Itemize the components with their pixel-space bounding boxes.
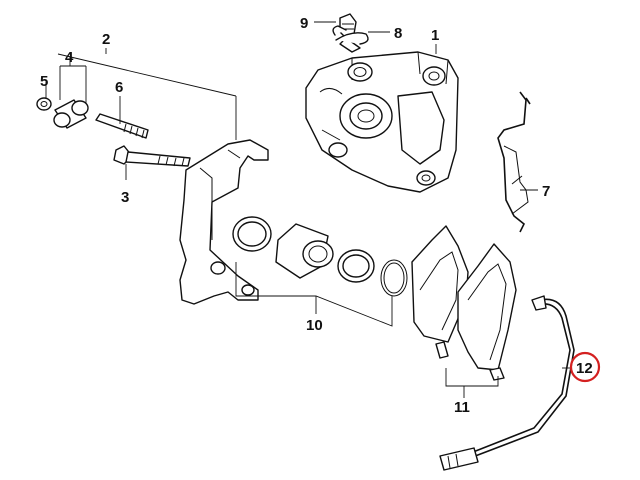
bleeder-valve-assembly: [332, 13, 369, 53]
label-2: 2: [102, 31, 110, 48]
guide-sleeve-and-cap: [36, 97, 89, 129]
bracket-4: [59, 56, 87, 104]
label-1: 1: [431, 27, 439, 44]
label-4: 4: [65, 49, 74, 66]
piston-seal-kit: [232, 216, 408, 297]
bracket-2: [57, 48, 237, 140]
label-6: 6: [115, 79, 123, 96]
part-labels: 2 4 5 6 3 9 8 1 7 10 11 12: [40, 15, 593, 416]
label-12: 12: [576, 360, 593, 377]
label-11: 11: [454, 399, 470, 416]
caliper-carrier-bracket: [179, 139, 269, 305]
caliper-housing: [305, 51, 459, 193]
anti-rattle-spring: [497, 91, 531, 233]
highlight-ring-12: [569, 351, 601, 383]
label-10: 10: [306, 317, 323, 334]
label-3: 3: [121, 189, 129, 206]
label-9: 9: [300, 15, 308, 32]
label-5: 5: [40, 73, 48, 90]
brake-pad-set: [411, 225, 517, 381]
leader-lines: [45, 21, 572, 398]
bracket-bolt: [113, 145, 191, 167]
pad-wear-sensor: [439, 295, 575, 471]
guide-pin: [95, 113, 149, 139]
label-7: 7: [542, 183, 550, 200]
bracket-11: [445, 368, 499, 387]
label-8: 8: [394, 25, 402, 42]
